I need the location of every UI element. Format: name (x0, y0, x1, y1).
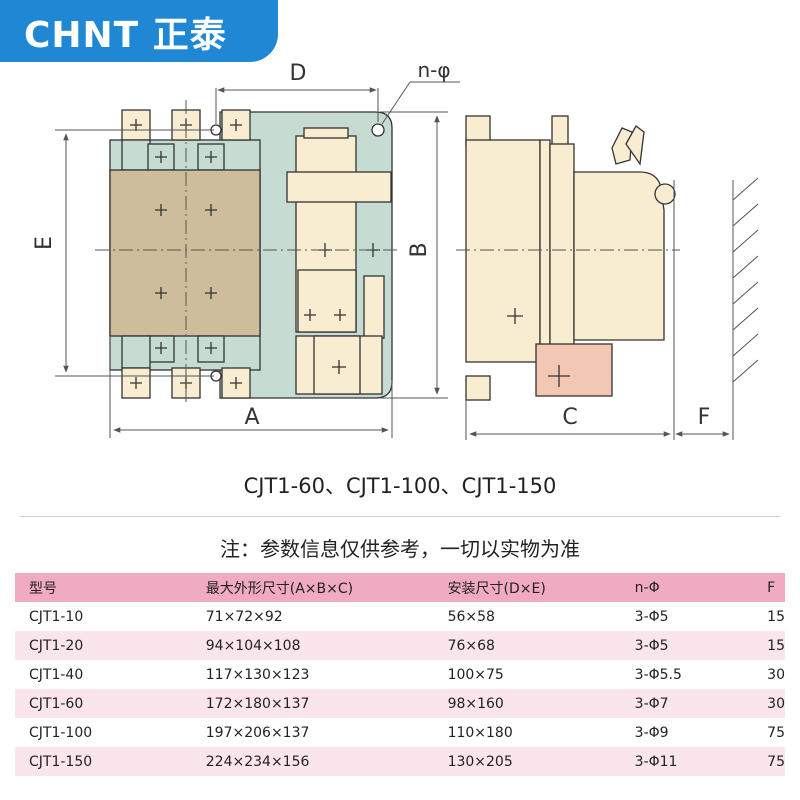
cell-n-phi: 3-Φ9 (620, 718, 754, 747)
cell-n-phi: 3-Φ5 (620, 631, 754, 660)
side-view (465, 115, 676, 401)
cell-n-phi: 3-Φ5.5 (620, 660, 754, 689)
header-dimensions: 最大外形尺寸(A×B×C) (191, 573, 434, 602)
header-model: 型号 (15, 573, 192, 602)
header-mounting: 安装尺寸(D×E) (433, 573, 621, 602)
cell-n-phi: 3-Φ7 (620, 689, 754, 718)
cell-mounting: 76×68 (433, 631, 621, 660)
cell-dimensions: 172×180×137 (191, 689, 434, 718)
label-F: F (698, 405, 711, 430)
cell-model: CJT1-150 (15, 747, 192, 776)
label-B: B (407, 242, 432, 257)
label-n-phi: n-φ (417, 60, 450, 82)
cell-f: 15 (753, 602, 785, 631)
cell-f: 15 (753, 631, 785, 660)
contactor-dimension-drawing: D n-φ E B A C F (32, 60, 759, 440)
table-row: CJT1-60 172×180×137 98×160 3-Φ7 30 (15, 689, 785, 718)
cell-n-phi: 3-Φ5 (620, 602, 754, 631)
cell-dimensions: 71×72×92 (191, 602, 434, 631)
cell-dimensions: 197×206×137 (191, 718, 434, 747)
cell-dimensions: 224×234×156 (191, 747, 434, 776)
cell-mounting: 56×58 (433, 602, 621, 631)
cell-model: CJT1-20 (15, 631, 192, 660)
table-row: CJT1-10 71×72×92 56×58 3-Φ5 15 (15, 602, 785, 631)
cell-f: 75 (753, 747, 785, 776)
table-header-row: 型号 最大外形尺寸(A×B×C) 安装尺寸(D×E) n-Φ F (15, 573, 785, 602)
disclaimer-note: 注：参数信息仅供参考，一切以实物为准 (220, 537, 580, 561)
cell-model: CJT1-10 (15, 602, 192, 631)
header-n-phi: n-Φ (620, 573, 754, 602)
cell-mounting: 100×75 (433, 660, 621, 689)
cell-model: CJT1-100 (15, 718, 192, 747)
label-A: A (244, 405, 259, 430)
table-row: CJT1-100 197×206×137 110×180 3-Φ9 75 (15, 718, 785, 747)
cell-mounting: 130×205 (433, 747, 621, 776)
separator (20, 516, 780, 517)
label-C: C (562, 405, 577, 430)
header-f: F (753, 573, 785, 602)
cell-f: 30 (753, 660, 785, 689)
cell-f: 75 (753, 718, 785, 747)
chnt-logo: CHNT 正泰 (0, 0, 278, 62)
cell-model: CJT1-60 (15, 689, 192, 718)
spec-table: 型号 最大外形尺寸(A×B×C) 安装尺寸(D×E) n-Φ F CJT1-10… (15, 573, 785, 776)
cell-dimensions: 117×130×123 (191, 660, 434, 689)
cell-f: 30 (753, 689, 785, 718)
table-row: CJT1-20 94×104×108 76×68 3-Φ5 15 (15, 631, 785, 660)
cell-mounting: 110×180 (433, 718, 621, 747)
cell-dimensions: 94×104×108 (191, 631, 434, 660)
table-row: CJT1-150 224×234×156 130×205 3-Φ11 75 (15, 747, 785, 776)
label-D: D (290, 61, 307, 86)
table-row: CJT1-40 117×130×123 100×75 3-Φ5.5 30 (15, 660, 785, 689)
cell-mounting: 98×160 (433, 689, 621, 718)
logo-text: CHNT 正泰 (24, 15, 227, 56)
cell-n-phi: 3-Φ11 (620, 747, 754, 776)
label-E: E (32, 236, 57, 250)
models-caption: CJT1-60、CJT1-100、CJT1-150 (243, 474, 557, 498)
cell-model: CJT1-40 (15, 660, 192, 689)
mounting-wall (732, 177, 759, 438)
front-view (109, 109, 393, 399)
